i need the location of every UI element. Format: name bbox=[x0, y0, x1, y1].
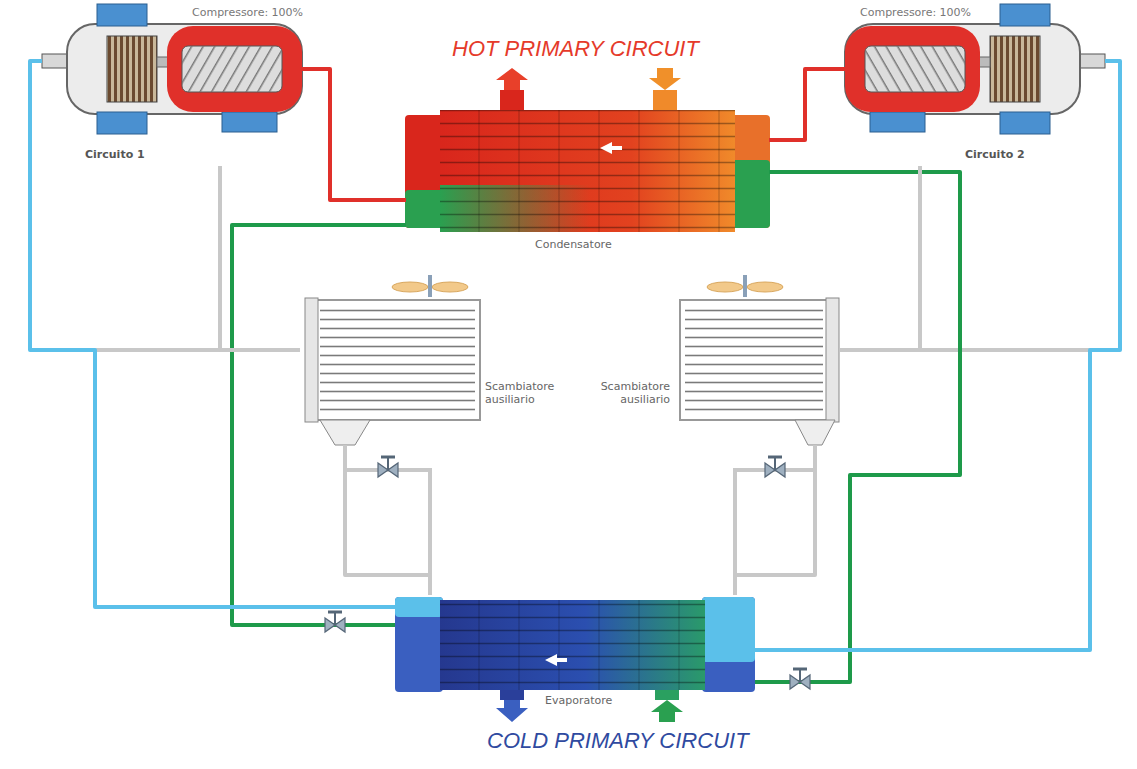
evaporator: Evaporatore bbox=[395, 595, 755, 720]
circuit-label: Circuito 2 bbox=[965, 148, 1025, 161]
component-label: Evaporatore bbox=[545, 694, 612, 707]
component-label: Scambiatore ausiliario bbox=[485, 380, 565, 406]
component-label: Condensatore bbox=[535, 238, 612, 251]
condenser: Condensatore bbox=[400, 100, 775, 258]
pipe-line bbox=[755, 172, 960, 682]
circuit-title: COLD PRIMARY CIRCUIT bbox=[487, 728, 749, 754]
compressor: Compressore: 100% Circuito 2 bbox=[820, 4, 1105, 166]
auxiliary-exchanger: Scambiatore ausiliario bbox=[585, 280, 840, 460]
compressor: Compressore: 100% Circuito 1 bbox=[42, 4, 320, 166]
pipe-line bbox=[30, 61, 395, 607]
pipe-line bbox=[755, 61, 1120, 650]
circuit-title: HOT PRIMARY CIRCUIT bbox=[452, 36, 699, 62]
pipe-line bbox=[775, 69, 820, 140]
component-label: Compressore: 100% bbox=[860, 6, 971, 19]
pipe-line bbox=[840, 166, 920, 350]
auxiliary-exchanger: Scambiatore ausiliario bbox=[300, 280, 568, 460]
component-label: Compressore: 100% bbox=[192, 6, 303, 19]
component-label: Scambiatore ausiliario bbox=[590, 380, 670, 406]
pipe-line bbox=[220, 166, 300, 350]
pipe-line bbox=[735, 460, 815, 595]
pipe-line bbox=[345, 460, 430, 595]
circuit-label: Circuito 1 bbox=[85, 148, 145, 161]
pipe-line bbox=[232, 225, 400, 625]
pipe-line bbox=[320, 69, 400, 200]
